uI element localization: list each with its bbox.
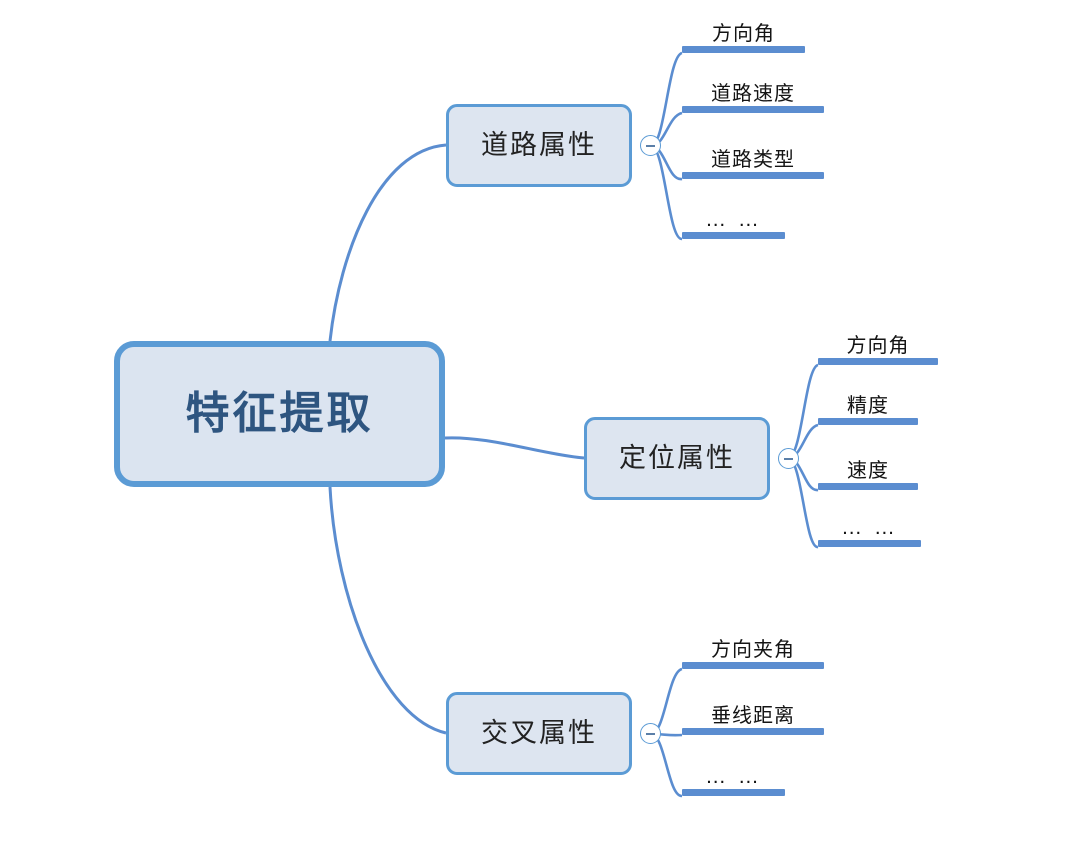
leaf-underline-bar	[818, 358, 938, 365]
edge-branch-2-leaf-4	[787, 456, 819, 549]
edge-branch-2-leaf-1	[787, 363, 819, 460]
leaf-item[interactable]: 方向角	[818, 330, 938, 365]
leaf-label: 速度	[847, 460, 889, 482]
leaf-label: 方向角	[846, 335, 910, 357]
leaf-item[interactable]: 垂线距离	[682, 700, 824, 735]
branch-node-2-label: 定位属性	[619, 443, 735, 473]
branch-node-1-label: 道路属性	[481, 130, 597, 160]
leaf-label: 道路速度	[711, 83, 795, 105]
leaf-underline-bar	[682, 789, 785, 796]
minus-circle-icon-branch-2[interactable]	[778, 448, 799, 469]
leaf-item[interactable]: 速度	[818, 455, 918, 490]
leaf-item[interactable]: 方向角	[682, 18, 805, 53]
leaf-item[interactable]: 道路速度	[682, 78, 824, 113]
leaf-underline-bar	[818, 418, 918, 425]
leaf-underline-bar	[682, 172, 824, 179]
edge-branch-1-leaf-1	[650, 51, 683, 148]
leaf-underline-bar	[818, 540, 921, 547]
leaf-label: … …	[841, 516, 898, 539]
edge-root-to-branch-1	[328, 143, 447, 342]
edge-root-to-branch-2	[444, 436, 585, 460]
leaf-item[interactable]: … …	[818, 512, 921, 547]
root-node-label: 特征提取	[185, 389, 374, 438]
branch-node-1[interactable]: 道路属性	[446, 104, 632, 187]
leaf-label: 方向角	[712, 23, 775, 45]
minus-glyph	[646, 732, 655, 735]
root-node[interactable]: 特征提取	[114, 341, 445, 487]
leaf-label: 方向夹角	[711, 639, 795, 661]
branch-node-3-label: 交叉属性	[481, 718, 597, 748]
leaf-item[interactable]: … …	[682, 761, 785, 796]
minus-glyph	[784, 457, 793, 460]
leaf-item[interactable]: 方向夹角	[682, 634, 824, 669]
minus-glyph	[646, 144, 655, 147]
leaf-underline-bar	[682, 46, 805, 53]
leaf-item[interactable]: … …	[682, 204, 785, 239]
branch-node-3[interactable]: 交叉属性	[446, 692, 632, 775]
leaf-item[interactable]: 道路类型	[682, 144, 824, 179]
leaf-label: 精度	[847, 395, 889, 417]
leaf-underline-bar	[682, 106, 824, 113]
edge-root-to-branch-3	[328, 486, 447, 735]
leaf-underline-bar	[682, 728, 824, 735]
leaf-label: … …	[705, 765, 762, 788]
edge-branch-1-leaf-4	[650, 144, 683, 241]
leaf-underline-bar	[682, 662, 824, 669]
edge-branch-3-leaf-3	[650, 732, 683, 798]
minus-circle-icon-branch-3[interactable]	[640, 723, 661, 744]
leaf-label: 道路类型	[711, 149, 795, 171]
leaf-label: 垂线距离	[711, 705, 795, 727]
leaf-underline-bar	[818, 483, 918, 490]
minus-circle-icon-branch-1[interactable]	[640, 135, 661, 156]
leaf-underline-bar	[682, 232, 785, 239]
branch-node-2[interactable]: 定位属性	[584, 417, 770, 500]
leaf-item[interactable]: 精度	[818, 390, 918, 425]
leaf-label: … …	[705, 208, 762, 231]
